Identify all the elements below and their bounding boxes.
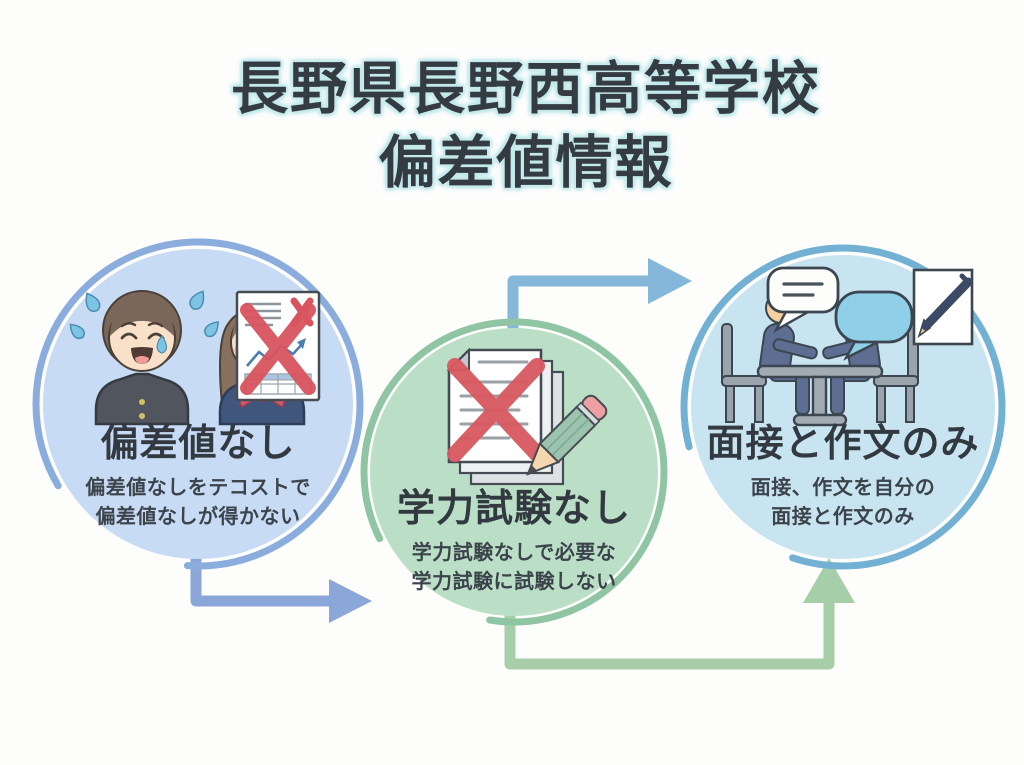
sweat-drop-icons — [69, 290, 219, 340]
step2-description-line2: 学力試験に試験しない — [411, 569, 617, 593]
speech-bubble-blue-icon — [834, 290, 914, 361]
step3-description-line2: 面接と作文のみ — [771, 504, 915, 528]
paper-pen-icon — [912, 268, 974, 346]
page-title: 長野県長野西高等学校 偏差値情報 — [14, 52, 1024, 200]
title-line-1: 長野県長野西高等学校 — [231, 56, 821, 122]
step2-heading: 学力試験なし — [396, 486, 631, 530]
step1-text-block: 偏差値なし 偏差値なしをテコストで 偏差値なしが得かない — [30, 420, 366, 531]
bottom-right-arrowhead-icon — [803, 558, 855, 603]
red-cross-icon — [447, 358, 545, 462]
students-with-crossed-chart-icon — [69, 290, 321, 426]
crossed-exam-papers-pencil-icon — [446, 347, 608, 486]
step1-heading: 偏差値なし — [100, 421, 296, 465]
big-red-x-icon — [240, 303, 316, 395]
bottom-right-arrow — [504, 558, 855, 670]
top-arrow — [507, 258, 692, 335]
crossed-chart-document-icon — [235, 290, 321, 402]
step2-description-line1: 学力試験なしで必要な — [411, 540, 617, 564]
step3-heading: 面接と作文のみ — [706, 421, 980, 465]
step1-description-line1: 偏差値なしをテコストで — [85, 475, 311, 499]
step1-description-line2: 偏差値なしが得かない — [95, 504, 301, 528]
pencil-icon — [526, 394, 608, 476]
cheek-sweat-drop-icon — [156, 335, 168, 354]
speech-bubble-white-icon — [766, 266, 840, 334]
table-icon — [756, 364, 884, 427]
title-line-2: 偏差値情報 — [378, 130, 674, 196]
interview-table-paper-pen-icon — [721, 266, 974, 427]
bottom-left-arrowhead-icon — [329, 579, 372, 623]
top-arrowhead-icon — [648, 258, 692, 304]
step2-text-block: 学力試験なし 学力試験なしで必要な 学力試験に試験しない — [354, 485, 674, 596]
boy-student-figure — [94, 290, 190, 426]
step3-text-block: 面接と作文のみ 面接、作文を自分の 面接と作文のみ — [680, 420, 1006, 531]
step3-description-line1: 面接、作文を自分の — [750, 475, 936, 499]
